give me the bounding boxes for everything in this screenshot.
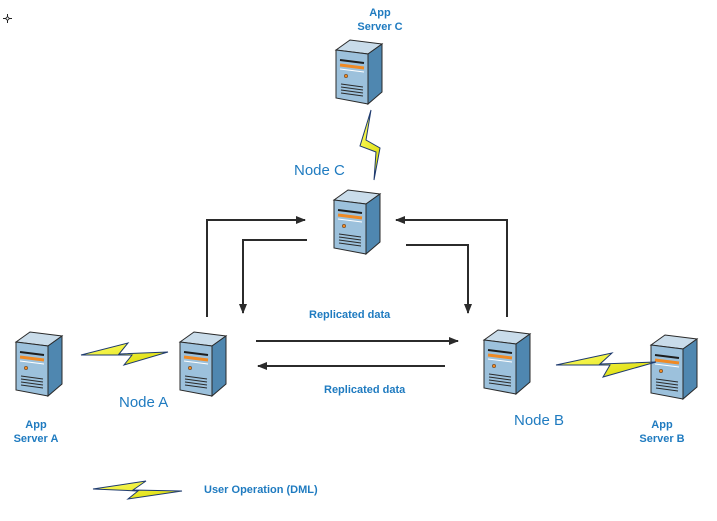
node-c-label: Node C — [294, 162, 345, 179]
app-server-a-label-line1: App — [25, 419, 47, 431]
crosshair-cursor-icon — [3, 10, 12, 23]
lightning-bolt-c-icon — [359, 109, 381, 181]
app-server-c-icon — [334, 38, 384, 106]
app-server-a-label-line2: Server A — [13, 433, 59, 445]
arrow-node-c-to-node-b — [406, 244, 472, 314]
app-server-a-label: App Server A — [0, 418, 72, 446]
arrow-node-c-to-node-a — [239, 239, 307, 314]
app-server-c-label: App Server C — [340, 6, 420, 34]
node-a-server-icon — [178, 330, 228, 398]
node-b-server-icon — [482, 328, 532, 396]
app-server-c-label-line1: App — [369, 7, 391, 19]
app-server-b-icon — [649, 333, 699, 401]
node-a-label: Node A — [119, 394, 169, 411]
app-server-c-label-line2: Server C — [357, 21, 403, 33]
node-c-server-icon — [332, 188, 382, 256]
app-server-b-label-line2: Server B — [639, 433, 685, 445]
legend-lightning-bolt-icon — [92, 480, 183, 500]
app-server-b-label: App Server B — [626, 418, 698, 446]
lightning-bolt-b-icon — [555, 352, 657, 378]
lightning-bolt-a-icon — [80, 342, 169, 366]
app-server-a-icon — [14, 330, 64, 398]
app-server-b-label-line1: App — [651, 419, 673, 431]
arrow-node-b-to-node-c — [395, 216, 508, 317]
node-b-label: Node B — [514, 412, 565, 429]
replicated-data-bottom-label: Replicated data — [324, 384, 406, 396]
arrow-node-a-to-node-c — [206, 216, 306, 317]
legend-label: User Operation (DML) — [204, 484, 318, 496]
replicated-data-top-label: Replicated data — [309, 309, 391, 321]
